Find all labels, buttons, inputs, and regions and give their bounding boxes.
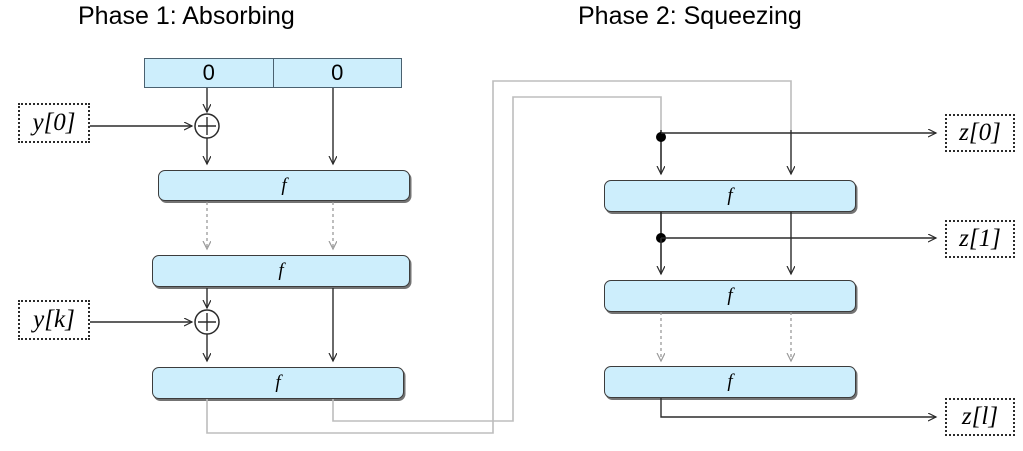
output-box-zl: z[l] xyxy=(945,398,1015,436)
phase2-f-block-3: f xyxy=(604,366,856,398)
output-box-z0: z[0] xyxy=(945,114,1015,152)
junction-dot-2 xyxy=(656,233,666,243)
phase1-title: Phase 1: Absorbing xyxy=(78,2,295,30)
wire-f3-to-zl xyxy=(660,398,936,417)
initial-state-bar: 0 0 xyxy=(144,58,402,88)
input-box-yk: y[k] xyxy=(18,300,90,340)
phase2-f-block-2: f xyxy=(604,280,856,312)
phase2-title: Phase 2: Squeezing xyxy=(578,2,802,30)
xor-gate-1 xyxy=(194,113,220,139)
phase1-f-block-3: f xyxy=(152,367,404,399)
xor-gate-2 xyxy=(194,309,220,335)
state-cell-rate: 0 xyxy=(202,60,215,85)
junction-dot-1 xyxy=(656,132,666,142)
phase2-f-block-1: f xyxy=(604,180,856,212)
input-box-y0: y[0] xyxy=(18,103,90,143)
output-box-z1: z[1] xyxy=(945,220,1015,258)
phase1-f-block-1: f xyxy=(158,170,410,201)
phase1-f-block-2: f xyxy=(152,255,410,287)
state-cell-capacity: 0 xyxy=(272,59,402,87)
